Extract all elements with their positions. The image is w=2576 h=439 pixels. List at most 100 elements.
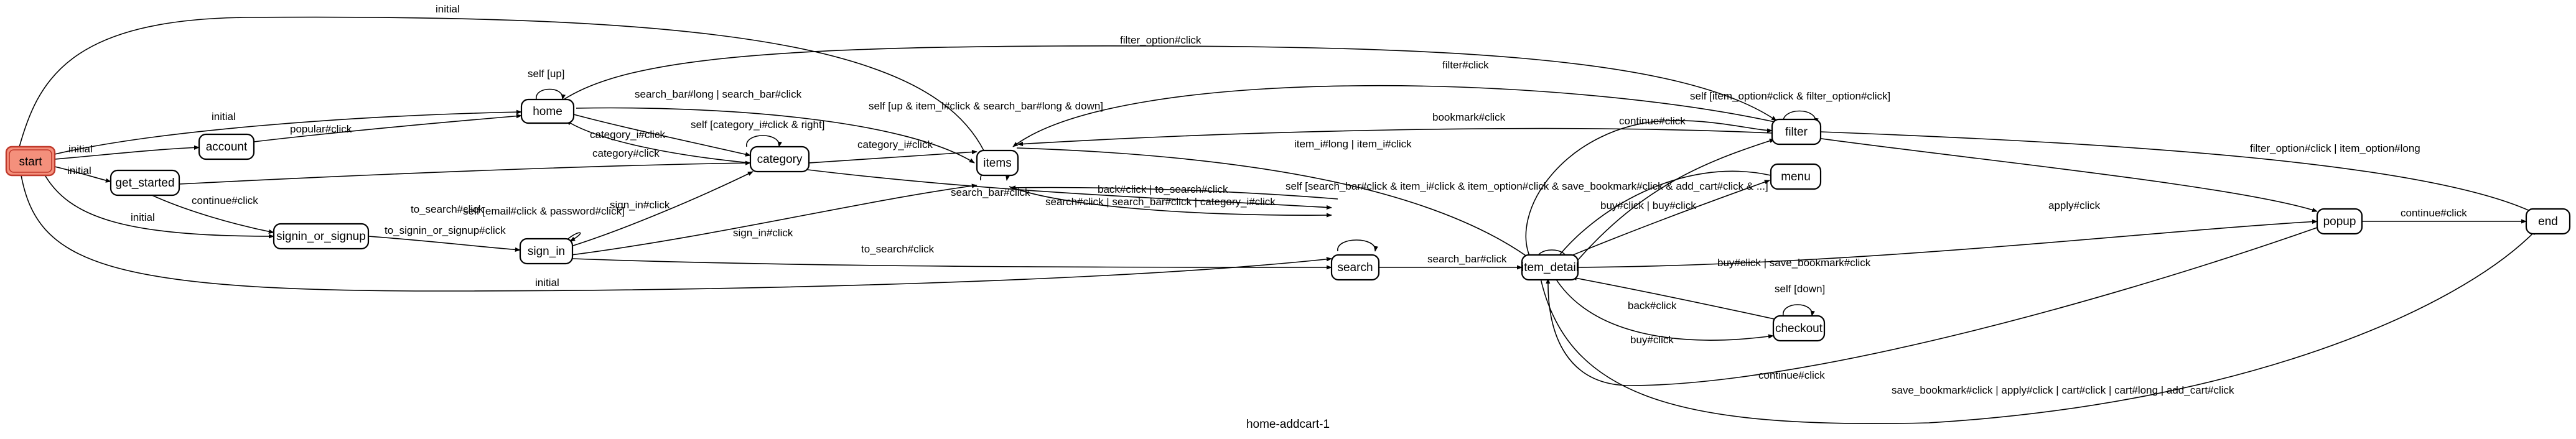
edge-label: search_bar#click — [1427, 253, 1507, 265]
edge-label: initial — [212, 111, 236, 122]
edge-label: continue#click — [1758, 369, 1825, 381]
edge-start-home: initial — [54, 109, 522, 155]
node-popup[interactable]: popup — [2316, 208, 2363, 235]
edge-checkout-self: self [down] — [1775, 283, 1825, 317]
node-category[interactable]: category — [749, 146, 810, 173]
node-label: search — [1337, 261, 1373, 274]
edge-start-search: initial — [21, 175, 1332, 292]
edge-label: self [up] — [528, 68, 565, 80]
edge-item-detail-end: save_bookmark#click | apply#click | cart… — [1540, 229, 2537, 424]
node-label: sign_in — [528, 245, 565, 258]
node-label: signin_or_signup — [276, 230, 366, 243]
diagram-caption: home-addcart-1 — [1246, 418, 1330, 431]
edge-label: save_bookmark#click | apply#click | cart… — [1892, 384, 2234, 396]
node-home[interactable]: home — [520, 98, 575, 124]
edge-label: category_i#click — [857, 139, 933, 150]
edge-popup-end: continue#click — [2362, 207, 2527, 224]
edge-get-started-signin: continue#click — [149, 193, 274, 234]
edge-label: apply#click — [2048, 200, 2101, 211]
edge-start-account: initial — [54, 143, 200, 160]
edge-filter-items-bookmark: bookmark#click — [1017, 111, 1773, 147]
node-sign-in[interactable]: sign_in — [519, 238, 574, 265]
edge-filter-items: filter#click — [1012, 59, 1775, 147]
edge-search-item-detail: search_bar#click — [1379, 253, 1523, 270]
edge-sign-in-search: to_search#click — [572, 243, 1332, 270]
edge-label: buy#click | buy#click — [1600, 200, 1696, 211]
node-label: menu — [1781, 170, 1811, 183]
edge-label: buy#click — [1630, 334, 1674, 346]
node-start[interactable]: start — [5, 146, 56, 177]
edge-label: continue#click — [2401, 207, 2467, 219]
edge-label: bookmark#click — [1432, 111, 1506, 123]
edge-home-category: category#click — [573, 114, 751, 159]
node-checkout[interactable]: checkout — [1772, 315, 1826, 342]
edge-label: category#click — [592, 147, 660, 159]
edge-sign-in-items: sign_in#click — [571, 183, 978, 256]
edge-label: self [email#click & password#click] — [463, 205, 625, 217]
edge-label: search#click | search_bar#click | catego… — [1045, 196, 1276, 208]
edge-filter-popup: apply#click — [1816, 137, 2318, 212]
node-signin-or-signup[interactable]: signin_or_signup — [273, 223, 370, 250]
edge-label: sign_in#click — [610, 199, 670, 211]
edge-label: to_search#click — [411, 203, 484, 215]
edge-category-items: category_i#click — [808, 139, 978, 164]
edge-home-items: search_bar#long | search_bar#click — [576, 88, 975, 164]
node-label: start — [19, 155, 43, 169]
edge-start-signin-or-signup: initial — [43, 172, 274, 239]
node-label: end — [2538, 215, 2558, 228]
edge-label: continue#click — [1619, 115, 1686, 127]
node-items[interactable]: items — [976, 149, 1019, 177]
edge-label: filter#click — [1442, 59, 1489, 71]
node-filter[interactable]: filter — [1771, 118, 1822, 146]
edge-menu-item-detail — [1555, 170, 1771, 261]
node-label: account — [206, 141, 248, 154]
edge-start-items: initial — [18, 3, 990, 164]
edge-filter-self: self [item_option#click & filter_option#… — [1690, 90, 1890, 124]
node-label: popup — [2323, 215, 2356, 228]
node-search[interactable]: search — [1330, 254, 1380, 281]
edge-label: initial — [68, 143, 93, 155]
edge-item-detail-self: buy#click | buy#click — [1536, 200, 1696, 262]
node-account[interactable]: account — [198, 133, 255, 160]
node-label: filter — [1785, 126, 1808, 139]
edge-search-items: search#click | search_bar#click | catego… — [1010, 185, 1338, 208]
edge-label: item_i#long | item_i#click — [1294, 138, 1412, 150]
edge-checkout-item-detail: back#click — [1571, 275, 1778, 320]
node-item-detail[interactable]: item_detail — [1521, 254, 1579, 281]
edge-label: initial — [67, 165, 91, 177]
edge-item-detail-popup: buy#click | save_bookmark#click — [1577, 219, 2318, 269]
edge-filter-end: filter_option#click | item_option#long — [1820, 131, 2534, 213]
edge-items-item-detail: item_i#long | item_i#click — [1016, 138, 1533, 261]
edge-label: self [category_i#click & right] — [691, 119, 824, 131]
edge-get-started-category: to_search#click — [179, 160, 751, 215]
edge-popup-item-detail: continue#click — [1546, 227, 2318, 386]
edge-label: category_i#click — [590, 129, 665, 141]
edge-label: self [down] — [1775, 283, 1825, 295]
node-get-started[interactable]: get_started — [110, 169, 180, 196]
node-label: category — [757, 153, 803, 166]
node-end[interactable]: end — [2525, 208, 2571, 235]
edge-label: self [up & item_i#click & search_bar#lon… — [869, 100, 1103, 112]
edge-home-filter: filter_option#click — [563, 34, 1777, 121]
edge-label: popular#click — [290, 123, 352, 135]
edge-item-detail-filter: continue#click — [1525, 115, 1773, 262]
node-label: item_detail — [1521, 261, 1579, 274]
edge-label: filter_option#click | item_option#long — [2250, 142, 2420, 154]
edge-label: search_bar#click — [951, 187, 1030, 198]
edge-label: self [search_bar#click & item_i#click & … — [1286, 180, 1768, 192]
node-menu[interactable]: menu — [1770, 163, 1822, 190]
edge-signin-or-signup-sign-in: to_signin_or_signup#click — [368, 224, 521, 252]
node-label: home — [533, 105, 562, 118]
edge-start-get-started: initial — [54, 165, 111, 183]
edge-item-detail-checkout: buy#click — [1555, 278, 1774, 346]
edge-label: search_bar#long | search_bar#click — [635, 88, 802, 100]
edge-label: sign_in#click — [733, 227, 793, 239]
edge-item-detail-filter-2 — [1577, 139, 1775, 261]
edge-label: filter_option#click — [1120, 34, 1202, 46]
edge-label: continue#click — [192, 195, 258, 206]
edge-label: back#click — [1628, 300, 1677, 312]
edge-account-home: popular#click — [253, 114, 522, 142]
node-label: checkout — [1775, 322, 1823, 335]
edge-home-self: self [up] — [528, 68, 566, 100]
